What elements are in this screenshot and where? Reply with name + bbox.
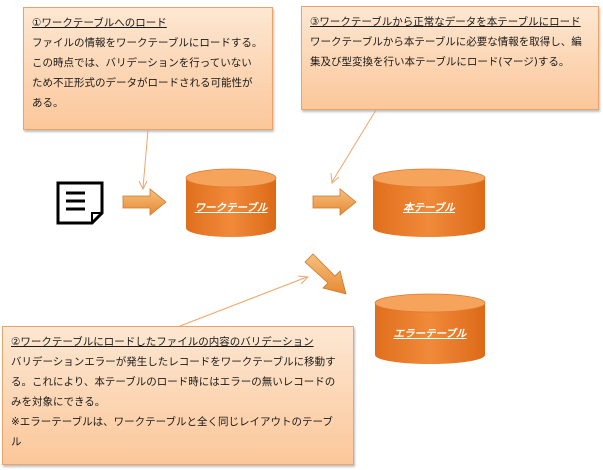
note-line: バリデーションエラーが発生したレコードをワークテーブルに移動す bbox=[11, 356, 336, 368]
note-line: ため不正形式のデータがロードされる可能性が bbox=[32, 77, 253, 89]
file-icon bbox=[56, 181, 104, 225]
callout-arrowhead-note1 bbox=[138, 180, 148, 191]
note-load-to-main: ③ワークテーブルから正常なデータを本テーブルにロード ワークテーブルから本テーブ… bbox=[301, 6, 599, 110]
callout-line-note2 bbox=[179, 276, 308, 327]
note-title: ①ワークテーブルへのロード bbox=[32, 17, 167, 29]
error-table-cylinder bbox=[374, 293, 486, 364]
main-table-label: 本テーブル bbox=[403, 202, 455, 214]
callout-arrowhead-note3 bbox=[330, 172, 340, 185]
note-line: みを対象にできる。 bbox=[11, 396, 106, 408]
note-line: ある。 bbox=[32, 97, 64, 109]
main-table-cylinder bbox=[372, 168, 486, 237]
note-load-to-work: ①ワークテーブルへのロード ファイルの情報をワークテーブルにロードする。 この時… bbox=[23, 7, 273, 130]
note-line: る。これにより、本テーブルのロード時にはエラーの無いレコードの bbox=[11, 376, 336, 388]
note-line: ファイルの情報をワークテーブルにロードする。 bbox=[32, 37, 263, 49]
arrow-file-to-work-icon bbox=[122, 188, 167, 216]
note-title: ③ワークテーブルから正常なデータを本テーブルにロード bbox=[310, 16, 581, 28]
callout-arrowhead-note2 bbox=[297, 275, 310, 285]
note-line: ※エラーテーブルは、ワークテーブルと全く同じレイアウトのテーブ bbox=[11, 416, 333, 428]
arrow-work-to-main-icon bbox=[312, 188, 357, 216]
note-validation: ②ワークテーブルにロードしたファイルの内容のバリデーション バリデーションエラー… bbox=[2, 326, 354, 465]
note-line: この時点では、バリデーションを行っていない bbox=[32, 57, 252, 69]
note-line: 集及び型変換を行い本テーブルにロード(マージ)する。 bbox=[310, 56, 570, 68]
callout-line-note3 bbox=[331, 109, 377, 183]
arrow-work-to-error-icon bbox=[304, 253, 347, 295]
callout-line-note1 bbox=[142, 129, 149, 189]
note-title: ②ワークテーブルにロードしたファイルの内容のバリデーション bbox=[11, 336, 314, 348]
note-line: ル bbox=[11, 436, 22, 448]
error-table-label: エラーテーブル bbox=[393, 328, 467, 340]
note-line: ワークテーブルから本テーブルに必要な情報を取得し、編 bbox=[310, 36, 582, 48]
work-table-label: ワークテーブル bbox=[194, 202, 268, 214]
work-table-cylinder bbox=[185, 168, 277, 237]
